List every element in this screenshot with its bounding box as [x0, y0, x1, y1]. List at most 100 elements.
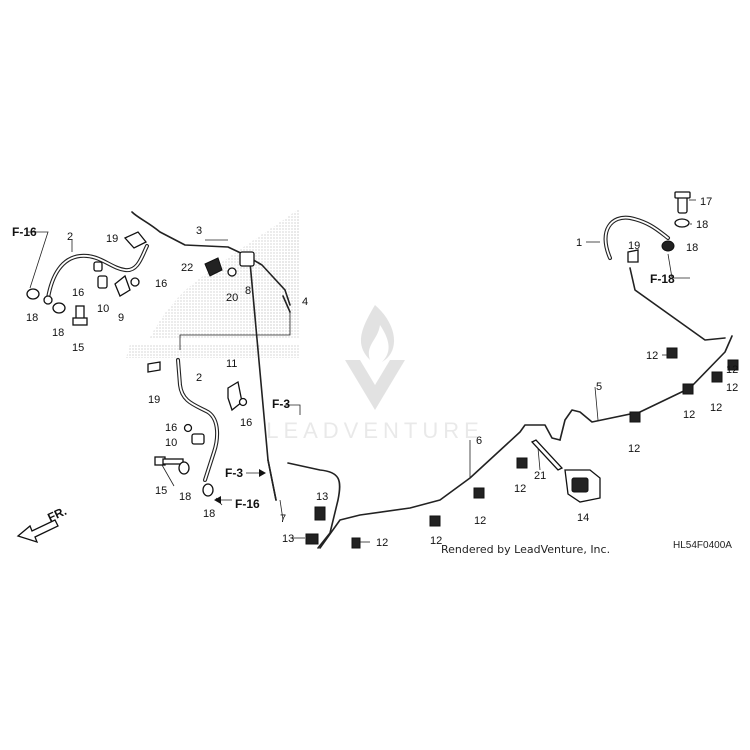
callout-11: 11: [226, 358, 237, 370]
callout-10: 10: [97, 303, 109, 315]
callout-5: 5: [596, 381, 602, 393]
callout-18: 18: [52, 327, 64, 339]
callout-12: 12: [646, 350, 658, 362]
clip-12-i: [666, 347, 678, 359]
callout-20: 20: [226, 292, 238, 304]
bolt-16-d: [183, 423, 193, 433]
brake-tubes: [131, 211, 733, 549]
clip-12-f: [682, 383, 694, 395]
leader-lines: [28, 199, 696, 543]
clip-19-b: [147, 361, 161, 373]
clip-9: [114, 274, 131, 297]
leadventure-watermark: LEADVENTURE: [266, 305, 484, 443]
callout-14: 14: [577, 512, 589, 524]
clip-19-a: [123, 231, 148, 249]
callout-4: 4: [302, 296, 308, 308]
callout-21: 21: [534, 470, 546, 482]
washer-18-f: [661, 240, 675, 252]
part-callouts: 1 2 2 3 4 5 6 7 8 9 10 10 11 12 12 12 12…: [26, 196, 738, 549]
callout-12: 12: [514, 483, 526, 495]
diagram-code: HL54F0400A: [673, 540, 732, 551]
callout-9: 9: [118, 312, 124, 324]
front-direction-arrow: FR.: [16, 504, 69, 544]
bleeder-10-a: [97, 275, 108, 289]
bolt-16-b: [130, 277, 140, 287]
callout-13: 13: [282, 533, 294, 545]
callout-18: 18: [179, 491, 191, 503]
callout-6: 6: [476, 435, 482, 447]
bolt-20: [227, 267, 237, 277]
callout-19: 19: [148, 394, 160, 406]
clip-19-c: [627, 249, 639, 263]
washer-18-c: [178, 461, 190, 475]
clip-12-e: [629, 411, 641, 423]
callout-12: 12: [628, 443, 640, 455]
washer-18-b: [52, 302, 66, 314]
callout-2: 2: [67, 231, 73, 243]
hardware: [26, 191, 739, 549]
clip-12-a: [351, 537, 361, 549]
callout-12: 12: [710, 402, 722, 414]
clip-12-c: [473, 487, 485, 499]
wing-emblem-background: [126, 208, 300, 358]
bolt-16-a: [93, 261, 103, 272]
callout-18: 18: [203, 508, 215, 520]
arrow-icon: [16, 519, 59, 544]
callout-16: 16: [155, 278, 167, 290]
callout-19: 19: [628, 240, 640, 252]
fitting-22: [204, 257, 223, 277]
callout-12: 12: [430, 535, 442, 547]
brake-hoses: [46, 215, 670, 482]
callout-16: 16: [240, 417, 252, 429]
clip-12-h: [727, 359, 739, 371]
v-logo-icon: [345, 360, 405, 410]
bolt-21: [530, 439, 564, 471]
callout-12: 12: [726, 382, 738, 394]
washer-18-d: [202, 483, 214, 497]
washer-18-e: [674, 218, 690, 228]
callout-16: 16: [72, 287, 84, 299]
ref-f18: F-18: [650, 272, 675, 286]
brake-pipe-1-tail: [629, 267, 726, 341]
callout-10: 10: [165, 437, 177, 449]
clip-12-g: [711, 371, 723, 383]
callout-7: 7: [280, 513, 286, 525]
reference-tags: F-16 F-16 F-3 F-3 F-18: [12, 225, 675, 511]
callout-12: 12: [376, 537, 388, 549]
callout-13: 13: [316, 491, 328, 503]
callout-12: 12: [683, 409, 695, 421]
callout-16: 16: [165, 422, 177, 434]
washer-18-a: [26, 288, 40, 300]
ref-f3-left: F-3: [225, 466, 243, 480]
front-label: FR.: [45, 504, 68, 525]
callout-1: 1: [576, 237, 582, 249]
ref-f16-top: F-16: [12, 225, 37, 239]
callout-2: 2: [196, 372, 202, 384]
callout-22: 22: [181, 262, 193, 274]
clip-12-d: [516, 457, 528, 469]
flame-icon: [360, 305, 395, 362]
callout-18: 18: [26, 312, 38, 324]
brake-pipe-5: [559, 335, 733, 441]
junction-8: [239, 251, 255, 267]
bleeder-10-b: [191, 433, 205, 445]
callout-3: 3: [196, 225, 202, 237]
clip-13-b: [305, 533, 319, 545]
watermark-text: LEADVENTURE: [266, 418, 484, 443]
bolt-16-c: [238, 397, 248, 407]
callout-15: 15: [155, 485, 167, 497]
callout-12: 12: [726, 364, 738, 376]
callout-8: 8: [245, 285, 251, 297]
callout-15: 15: [72, 342, 84, 354]
callout-12: 12: [474, 515, 486, 527]
callout-18: 18: [696, 219, 708, 231]
callout-17: 17: [700, 196, 712, 208]
rendered-by-credit: Rendered by LeadVenture, Inc.: [441, 543, 610, 556]
clip-12-b: [429, 515, 441, 527]
callout-18: 18: [686, 242, 698, 254]
clip-13-a: [314, 506, 326, 521]
ref-f16-bottom: F-16: [235, 497, 260, 511]
ref-f3-top: F-3: [272, 397, 290, 411]
bracket-11: [227, 380, 243, 412]
